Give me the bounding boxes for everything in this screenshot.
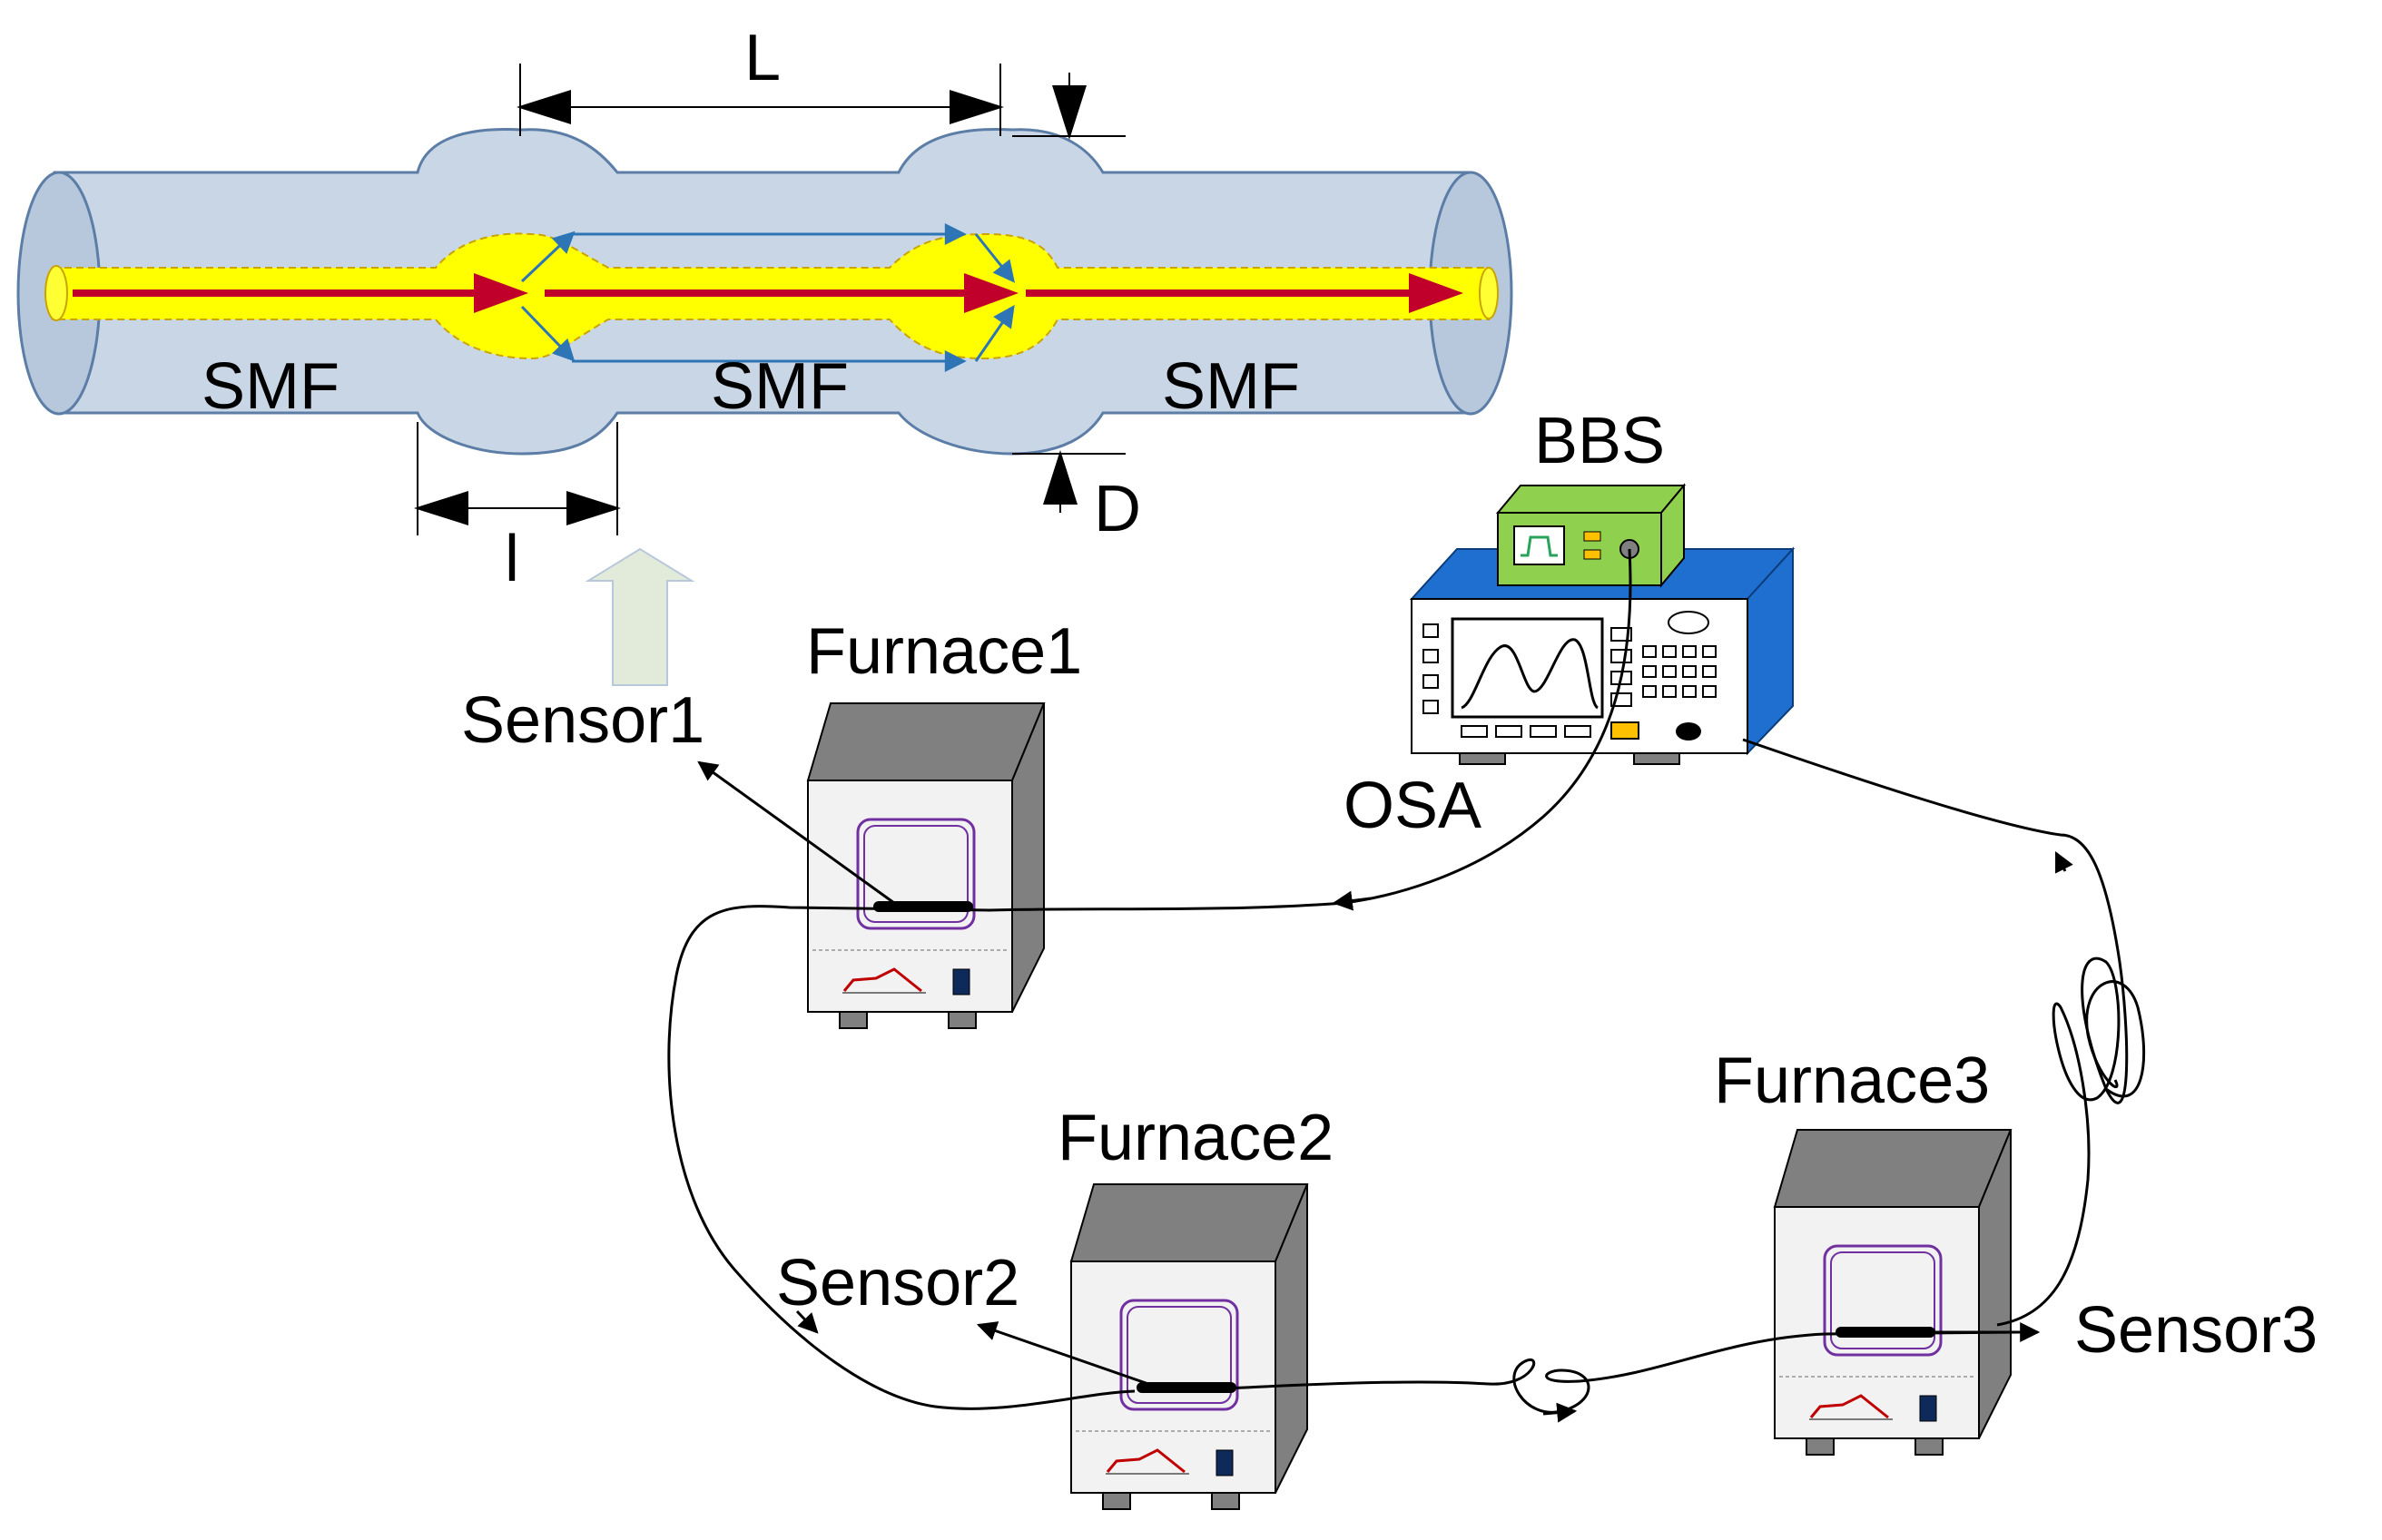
cladding-mode-split-up [520, 231, 576, 283]
fiber-bbs-to-furnace1 [667, 548, 1632, 1410]
bbs-display [1513, 525, 1565, 565]
core-end-left [44, 265, 68, 321]
sensor-1-element [873, 901, 973, 912]
furnace-3-top [1773, 1129, 2013, 1208]
osa-foot-left [1459, 752, 1506, 765]
direction-arrow-1 [1332, 890, 1372, 911]
direction-arrow-3 [1542, 1402, 1578, 1423]
furnace-1-indicator [952, 968, 970, 996]
core-end-right [1479, 267, 1499, 319]
osa-screen [1451, 617, 1604, 719]
fiber-direction-arrows [795, 851, 2073, 1423]
furnace-1-label: Furnace1 [806, 615, 1082, 688]
furnace-2-door-inner [1127, 1306, 1232, 1404]
furnace-3-indicator [1919, 1395, 1937, 1422]
fiber-structure: SMF SMF SMF L D l [16, 22, 1513, 686]
osa-power-button [1676, 722, 1701, 741]
furnace-3-door [1823, 1244, 1943, 1357]
sensor-2-element [1137, 1382, 1236, 1393]
osa-left-keys [1422, 623, 1439, 714]
furnace-2-foot-right [1211, 1492, 1240, 1510]
furnace-1-door-inner [863, 825, 969, 923]
furnace-2-top [1069, 1183, 1309, 1262]
dim-L-label: L [744, 22, 781, 94]
furnace-3-door-inner [1830, 1251, 1935, 1349]
sensor-3-element [1836, 1327, 1935, 1338]
sensor-1-label: Sensor1 [461, 684, 704, 757]
bbs-button-1 [1583, 531, 1601, 542]
dim-D-label: D [1094, 473, 1141, 545]
cladding-mode-recombine-down [974, 305, 1015, 362]
cladding-mode-recombine-up [974, 233, 1015, 283]
bbs-display-trace [1521, 535, 1558, 557]
bbs-label: BBS [1534, 405, 1665, 477]
fiber-loop-coil [2085, 980, 2146, 1098]
furnace-1-profile [842, 967, 922, 993]
osa-screen-trace [1461, 638, 1599, 710]
furnace-3-label: Furnace3 [1714, 1045, 1990, 1117]
direction-arrow-4 [2054, 851, 2073, 874]
furnace-3-profile [1809, 1394, 1889, 1419]
furnace-1-foot-left [839, 1011, 868, 1029]
sensor-3-label: Sensor3 [2074, 1294, 2318, 1367]
osa-knob [1668, 611, 1709, 634]
bbs-button-2 [1583, 549, 1601, 560]
smf-label-middle: SMF [711, 350, 849, 423]
osa-foot-right [1633, 752, 1680, 765]
furnace-3-foot-left [1806, 1437, 1835, 1456]
furnace-2-indicator [1216, 1449, 1234, 1476]
furnace-2: Furnace2 [1058, 1102, 1334, 1510]
furnace-3: Furnace3 [1714, 1045, 2013, 1456]
furnace-1-foot-right [948, 1011, 977, 1029]
smf-label-left: SMF [202, 350, 340, 423]
sensor-detail-pointer [585, 547, 695, 686]
cladding-mode-split-down [520, 305, 576, 362]
furnace-3-foot-right [1914, 1437, 1944, 1456]
furnace-1-top [806, 702, 1046, 781]
sensor-2-pointer [976, 1321, 1149, 1386]
fiber-furnace3-to-osa [1742, 738, 2129, 1327]
dim-l-label: l [505, 523, 519, 595]
bbs-instrument: BBS [1495, 405, 1687, 588]
furnace-2-profile [1106, 1448, 1186, 1474]
osa-label: OSA [1344, 770, 1481, 842]
bbs-top [1495, 485, 1687, 514]
sensor-1-pointer [697, 760, 895, 905]
direction-arrow-2 [795, 1309, 819, 1334]
smf-label-right: SMF [1162, 350, 1300, 423]
furnace-2-foot-left [1102, 1492, 1131, 1510]
furnace-2-label: Furnace2 [1058, 1102, 1334, 1174]
sensor-2-label: Sensor2 [776, 1247, 1019, 1319]
osa-orange-key [1610, 721, 1639, 740]
furnace-1: Furnace1 [806, 615, 1082, 1029]
osa-bottom-keys [1461, 725, 1591, 738]
